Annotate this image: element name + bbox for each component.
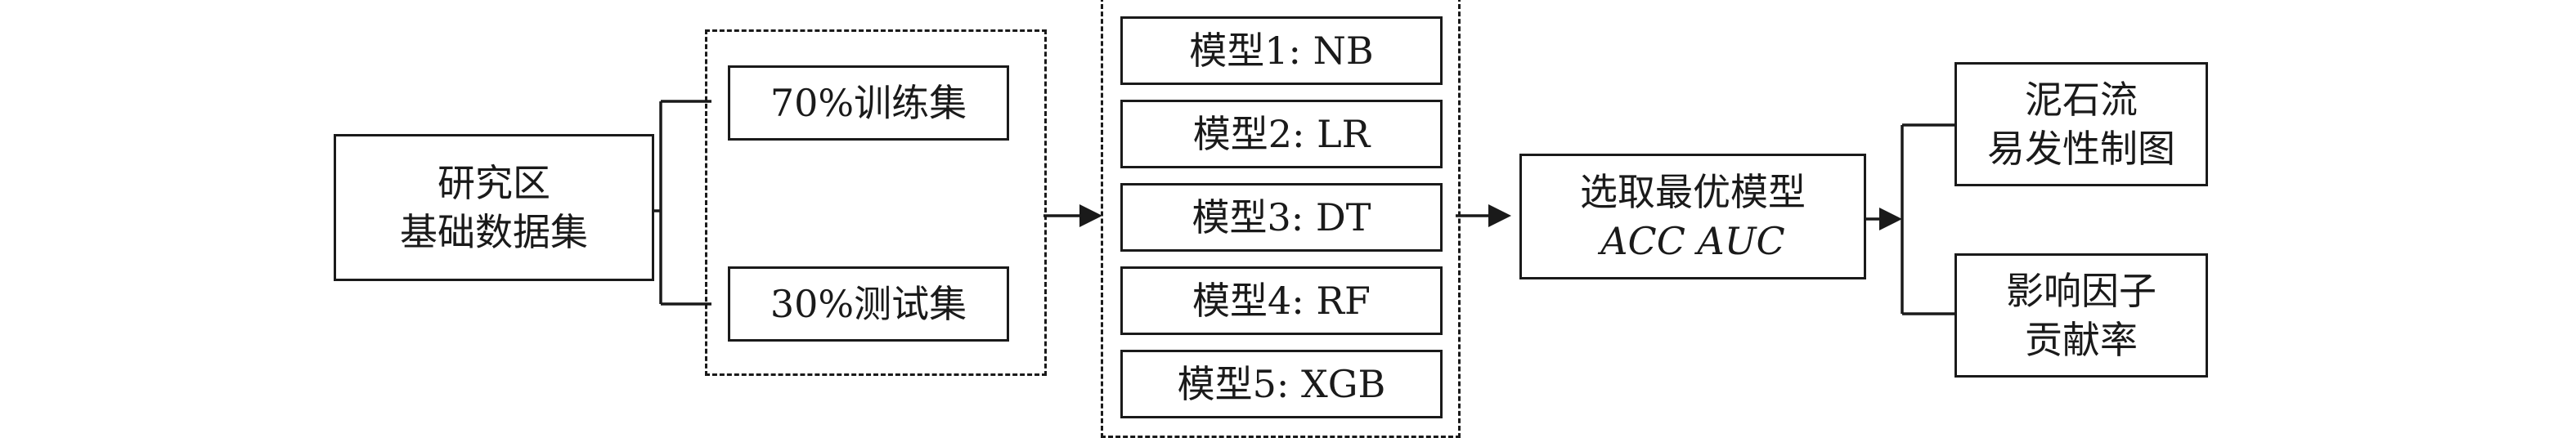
node-model-5: 模型5: XGB [1120, 350, 1443, 418]
node-susceptibility-map-line2: 易发性制图 [1987, 127, 2175, 171]
node-select-best-metrics: ACC AUC [1600, 219, 1785, 263]
node-factor-contribution-line2: 贡献率 [2025, 318, 2138, 362]
arrow-split-to-models [1079, 204, 1102, 227]
node-susceptibility-map-line1: 泥石流 [2025, 78, 2138, 122]
node-test-set: 30%测试集 [728, 266, 1009, 342]
node-model-4: 模型4: RF [1120, 266, 1443, 335]
node-model-2: 模型2: LR [1120, 100, 1443, 168]
node-select-best: 选取最优模型 ACC AUC [1519, 154, 1866, 279]
node-model-1: 模型1: NB [1120, 16, 1443, 85]
node-model-3: 模型3: DT [1120, 183, 1443, 252]
node-factor-contribution: 影响因子 贡献率 [1954, 253, 2208, 378]
arrow-select-to-outputs [1879, 208, 1902, 230]
split-group [705, 29, 1047, 376]
node-study-data-line2: 基础数据集 [400, 210, 588, 254]
node-train-set: 70%训练集 [728, 65, 1009, 141]
node-factor-contribution-line1: 影响因子 [2006, 269, 2156, 313]
node-susceptibility-map: 泥石流 易发性制图 [1954, 62, 2208, 186]
node-study-data-line1: 研究区 [438, 161, 550, 205]
arrow-models-to-select [1488, 204, 1511, 227]
node-study-data: 研究区 基础数据集 [334, 134, 654, 281]
node-select-best-line1: 选取最优模型 [1580, 170, 1806, 214]
